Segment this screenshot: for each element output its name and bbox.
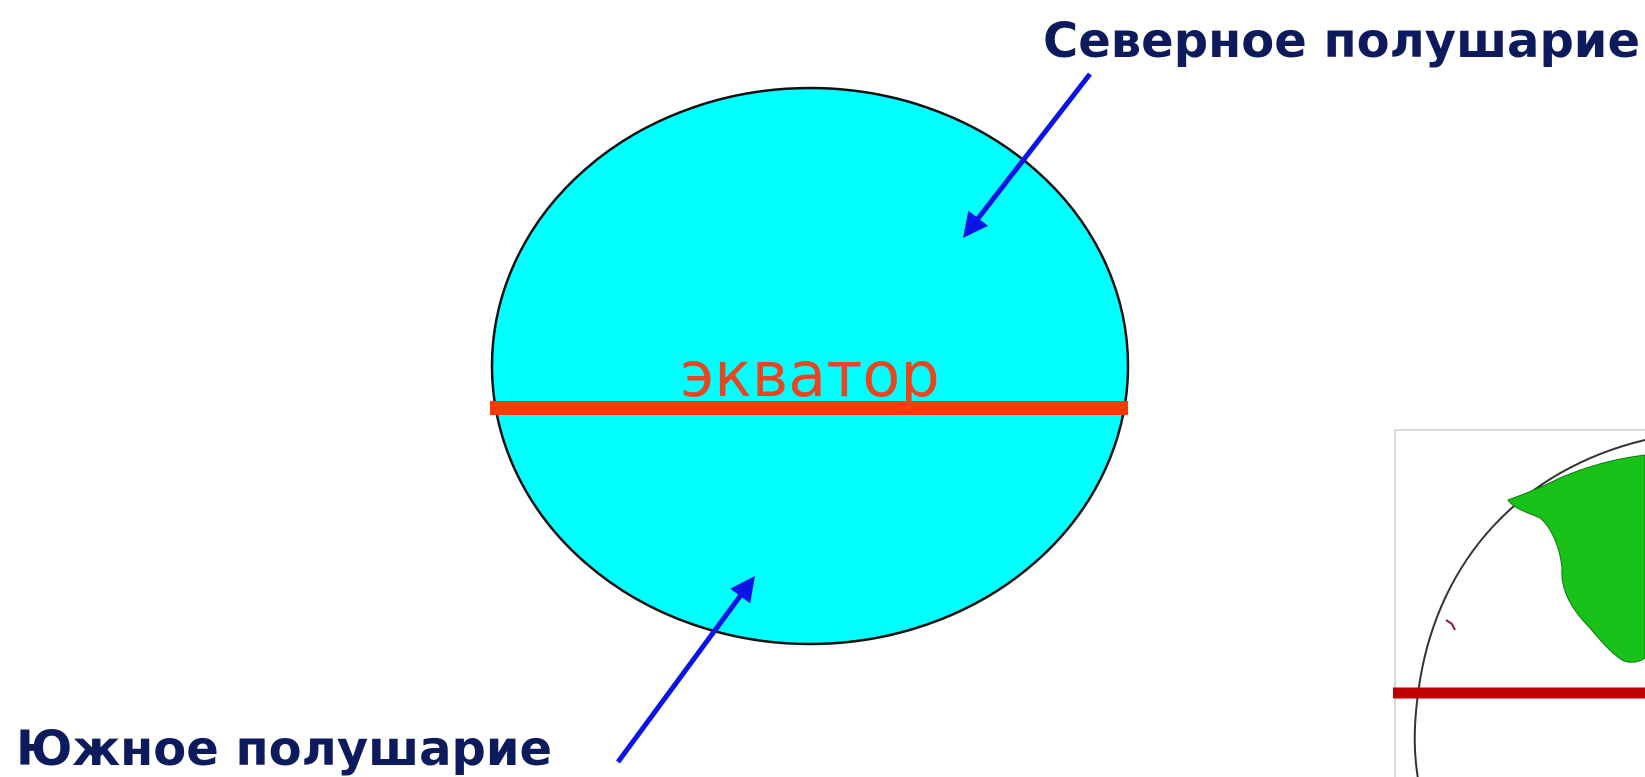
northern-arrow	[962, 72, 1092, 238]
northern-hemisphere-label: Северное полушарие	[1043, 13, 1640, 69]
southern-hemisphere-label: Южное полушарие	[16, 721, 552, 777]
north-america-landmass	[1507, 454, 1645, 663]
equator-label: экватор	[680, 338, 939, 411]
southern-arrow	[615, 575, 755, 764]
map-globe-outline	[1413, 439, 1645, 777]
map-island	[1445, 619, 1456, 631]
world-map-fragment	[1393, 429, 1645, 777]
